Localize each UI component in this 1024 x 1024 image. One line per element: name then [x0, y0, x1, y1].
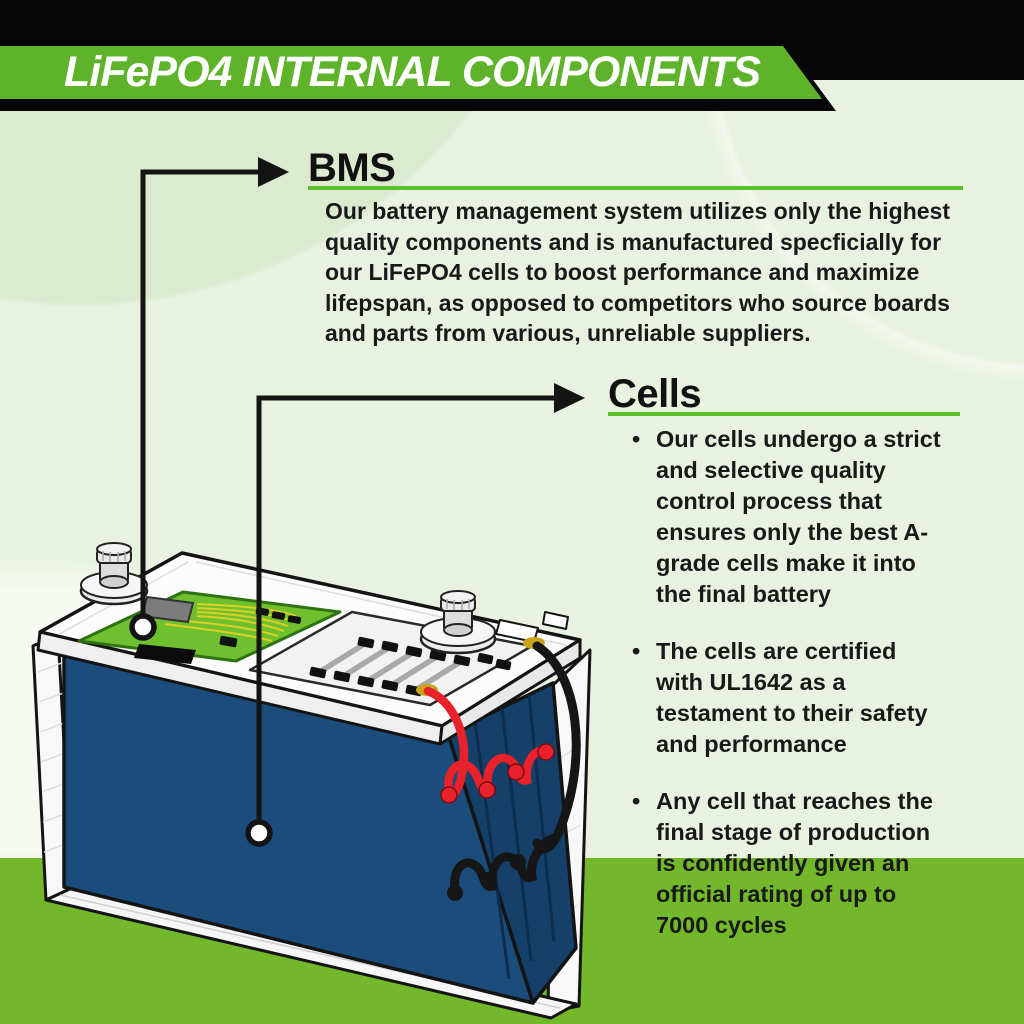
bms-title: BMS [308, 146, 396, 190]
cells-bullet: Any cell that reaches the final stage of… [632, 786, 942, 941]
cells-bullet: Our cells undergo a strict and selective… [632, 424, 942, 610]
page-title: LiFePO4 INTERNAL COMPONENTS [64, 48, 761, 96]
bms-title-underline [308, 186, 963, 190]
cells-title-underline [608, 412, 960, 416]
cells-bullet: The cells are certified with UL1642 as a… [632, 636, 942, 760]
title-banner: LiFePO4 INTERNAL COMPONENTS [0, 46, 822, 99]
bms-description: Our battery management system utilizes o… [325, 198, 950, 346]
cells-bullet-list: Our cells undergo a strict and selective… [632, 424, 942, 967]
cells-title: Cells [608, 372, 702, 416]
